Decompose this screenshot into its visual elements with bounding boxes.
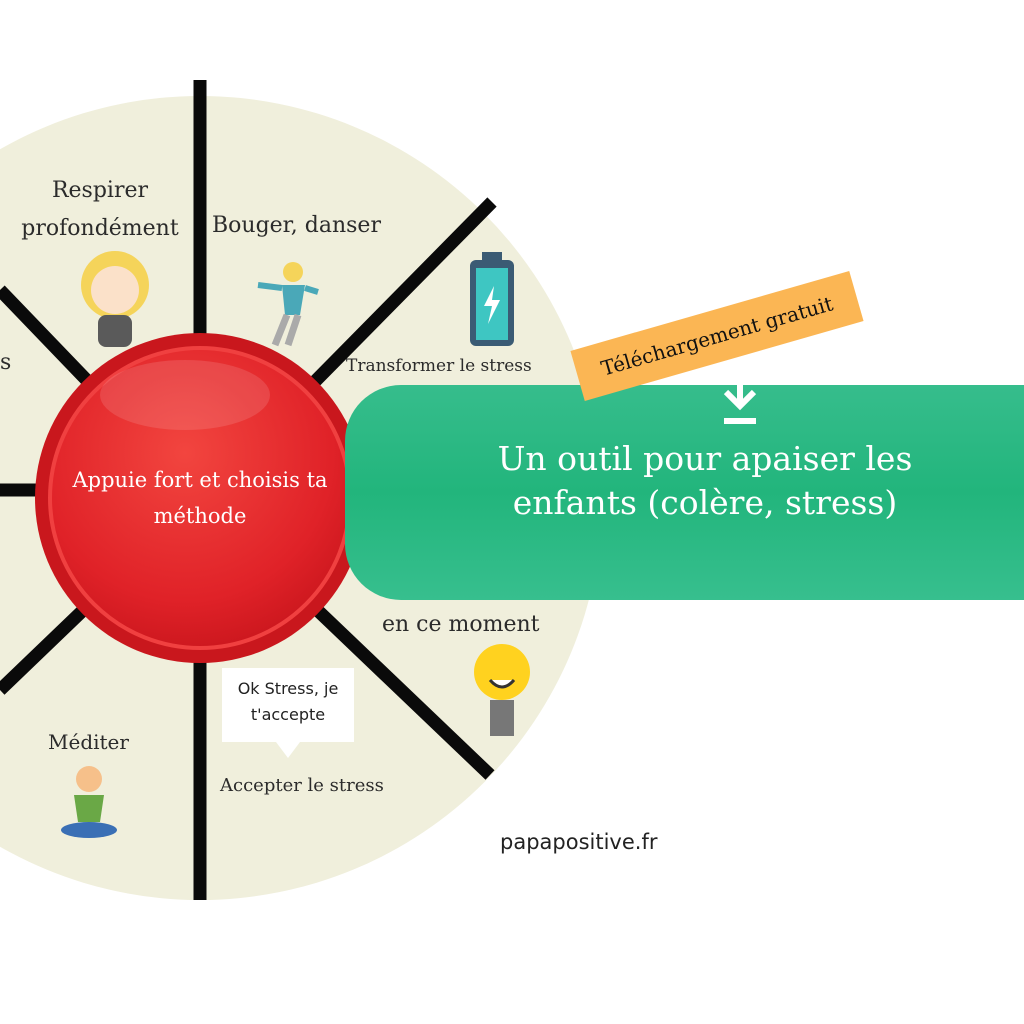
segment-label-respirer: Respirer profondément: [20, 172, 180, 248]
banner-title-line2: enfants (colère, stress): [512, 483, 898, 522]
meditating-person-icon: [61, 766, 117, 838]
download-banner[interactable]: Un outil pour apaiser les enfants (colèr…: [345, 385, 1024, 600]
banner-title-line1: Un outil pour apaiser les: [497, 439, 913, 478]
girl-breathing-icon: [81, 251, 149, 347]
speech-bubble: Ok Stress, je t'accepte: [222, 668, 354, 758]
dancing-boy-icon: [257, 262, 319, 347]
download-icon[interactable]: [716, 368, 764, 430]
segment-label-bouger: Bouger, danser: [212, 213, 381, 238]
button-highlight: [100, 360, 270, 430]
segment-label-respirer-text: Respirer profondément: [21, 178, 179, 241]
segment-label-transformer: Transformer le stress: [346, 356, 532, 376]
segment-label-moment: en ce moment: [382, 612, 540, 637]
banner-title: Un outil pour apaiser les enfants (colèr…: [345, 437, 1024, 525]
segment-label-partial: s: [0, 350, 12, 375]
site-url[interactable]: papapositive.fr: [500, 830, 658, 854]
lightbulb-icon: [474, 644, 530, 736]
segment-label-accepter: Accepter le stress: [220, 775, 384, 796]
segment-label-mediter: Méditer: [48, 730, 129, 754]
center-button-label[interactable]: Appuie fort et choisis ta méthode: [72, 468, 328, 528]
battery-icon: [470, 252, 514, 346]
